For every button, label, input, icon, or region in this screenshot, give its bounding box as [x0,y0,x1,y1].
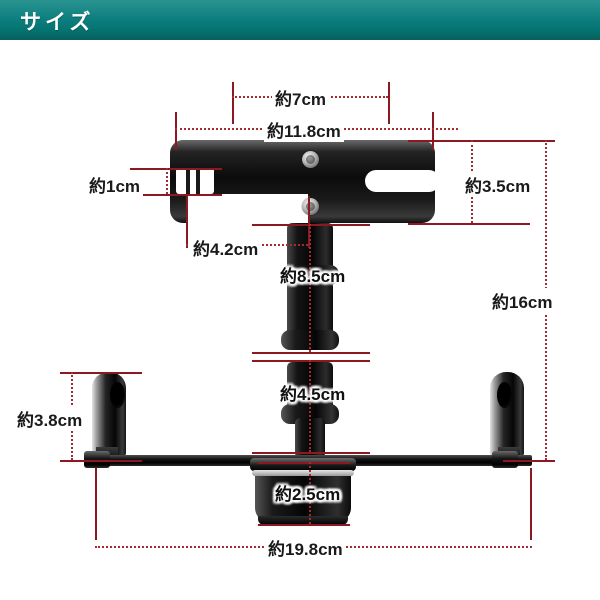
ext-35cm-bottom [408,223,530,225]
ext-7cm-left [232,82,234,124]
dimlabel-38cm: 約3.8cm [14,406,86,431]
round-clamp-base [258,516,348,525]
section-banner: サイズ [0,0,600,40]
dimlabel-118cm: 約11.8cm [264,117,344,142]
dimlabel-1cm: 約1cm [86,172,144,197]
ext-42cm-left [186,196,188,248]
ext-38cm-top [60,372,142,374]
dimline-85cm [309,224,311,352]
round-clamp-collar [250,458,356,471]
dimlabel-25cm: 約2.5cm [275,485,341,504]
ext-1cm-top [130,168,222,170]
plate-notch-bar-right [196,168,200,194]
ext-118cm-right [432,112,434,150]
base-bar-cap-right [492,451,518,468]
dimlabel-198cm: 約19.8cm [265,535,346,560]
eyelet-left [110,382,125,408]
dimline-1cm [166,168,168,194]
ext-85cm-top [252,224,370,226]
ext-45cm-top [252,360,370,362]
eyelet-right [497,382,512,408]
round-clamp-band [252,470,354,476]
dimlabel-42cm: 約4.2cm [190,235,262,260]
ext-198cm-left [95,468,97,540]
plate-lower-cutout-round [188,194,308,220]
ext-7cm-right [388,82,390,124]
screw-upper [302,151,319,168]
ext-1cm-bottom [130,194,222,196]
ext-85cm-bottom [252,352,370,354]
ext-16cm-top [503,140,555,142]
dimline-45cm [309,360,311,452]
ext-35cm-top [408,140,530,142]
dimlabel-7cm: 約7cm [272,85,330,110]
plate-notch-bar-left [186,168,190,194]
ext-38cm-bottom [60,460,142,462]
ext-25cm-top [258,462,350,464]
dimlabel-45cm: 約4.5cm [280,385,346,404]
plate-left-notch [176,168,214,194]
base-bar-cap-left [84,451,110,468]
ext-25cm-bottom [258,524,350,526]
dimlabel-85cm: 約8.5cm [280,267,346,286]
ext-198cm-right [530,468,532,540]
dimlabel-16cm: 約16cm [489,288,556,313]
ext-16cm-bottom [503,460,555,462]
page-title: サイズ [20,11,95,34]
ext-118cm-left [175,112,177,150]
ext-42cm-right [308,196,310,248]
screw-lower [302,198,319,215]
dimline-25cm [309,462,311,524]
dimlabel-35cm: 約3.5cm [462,172,534,197]
ext-45cm-bottom [252,452,370,454]
plate-elongated-slot [365,170,440,192]
